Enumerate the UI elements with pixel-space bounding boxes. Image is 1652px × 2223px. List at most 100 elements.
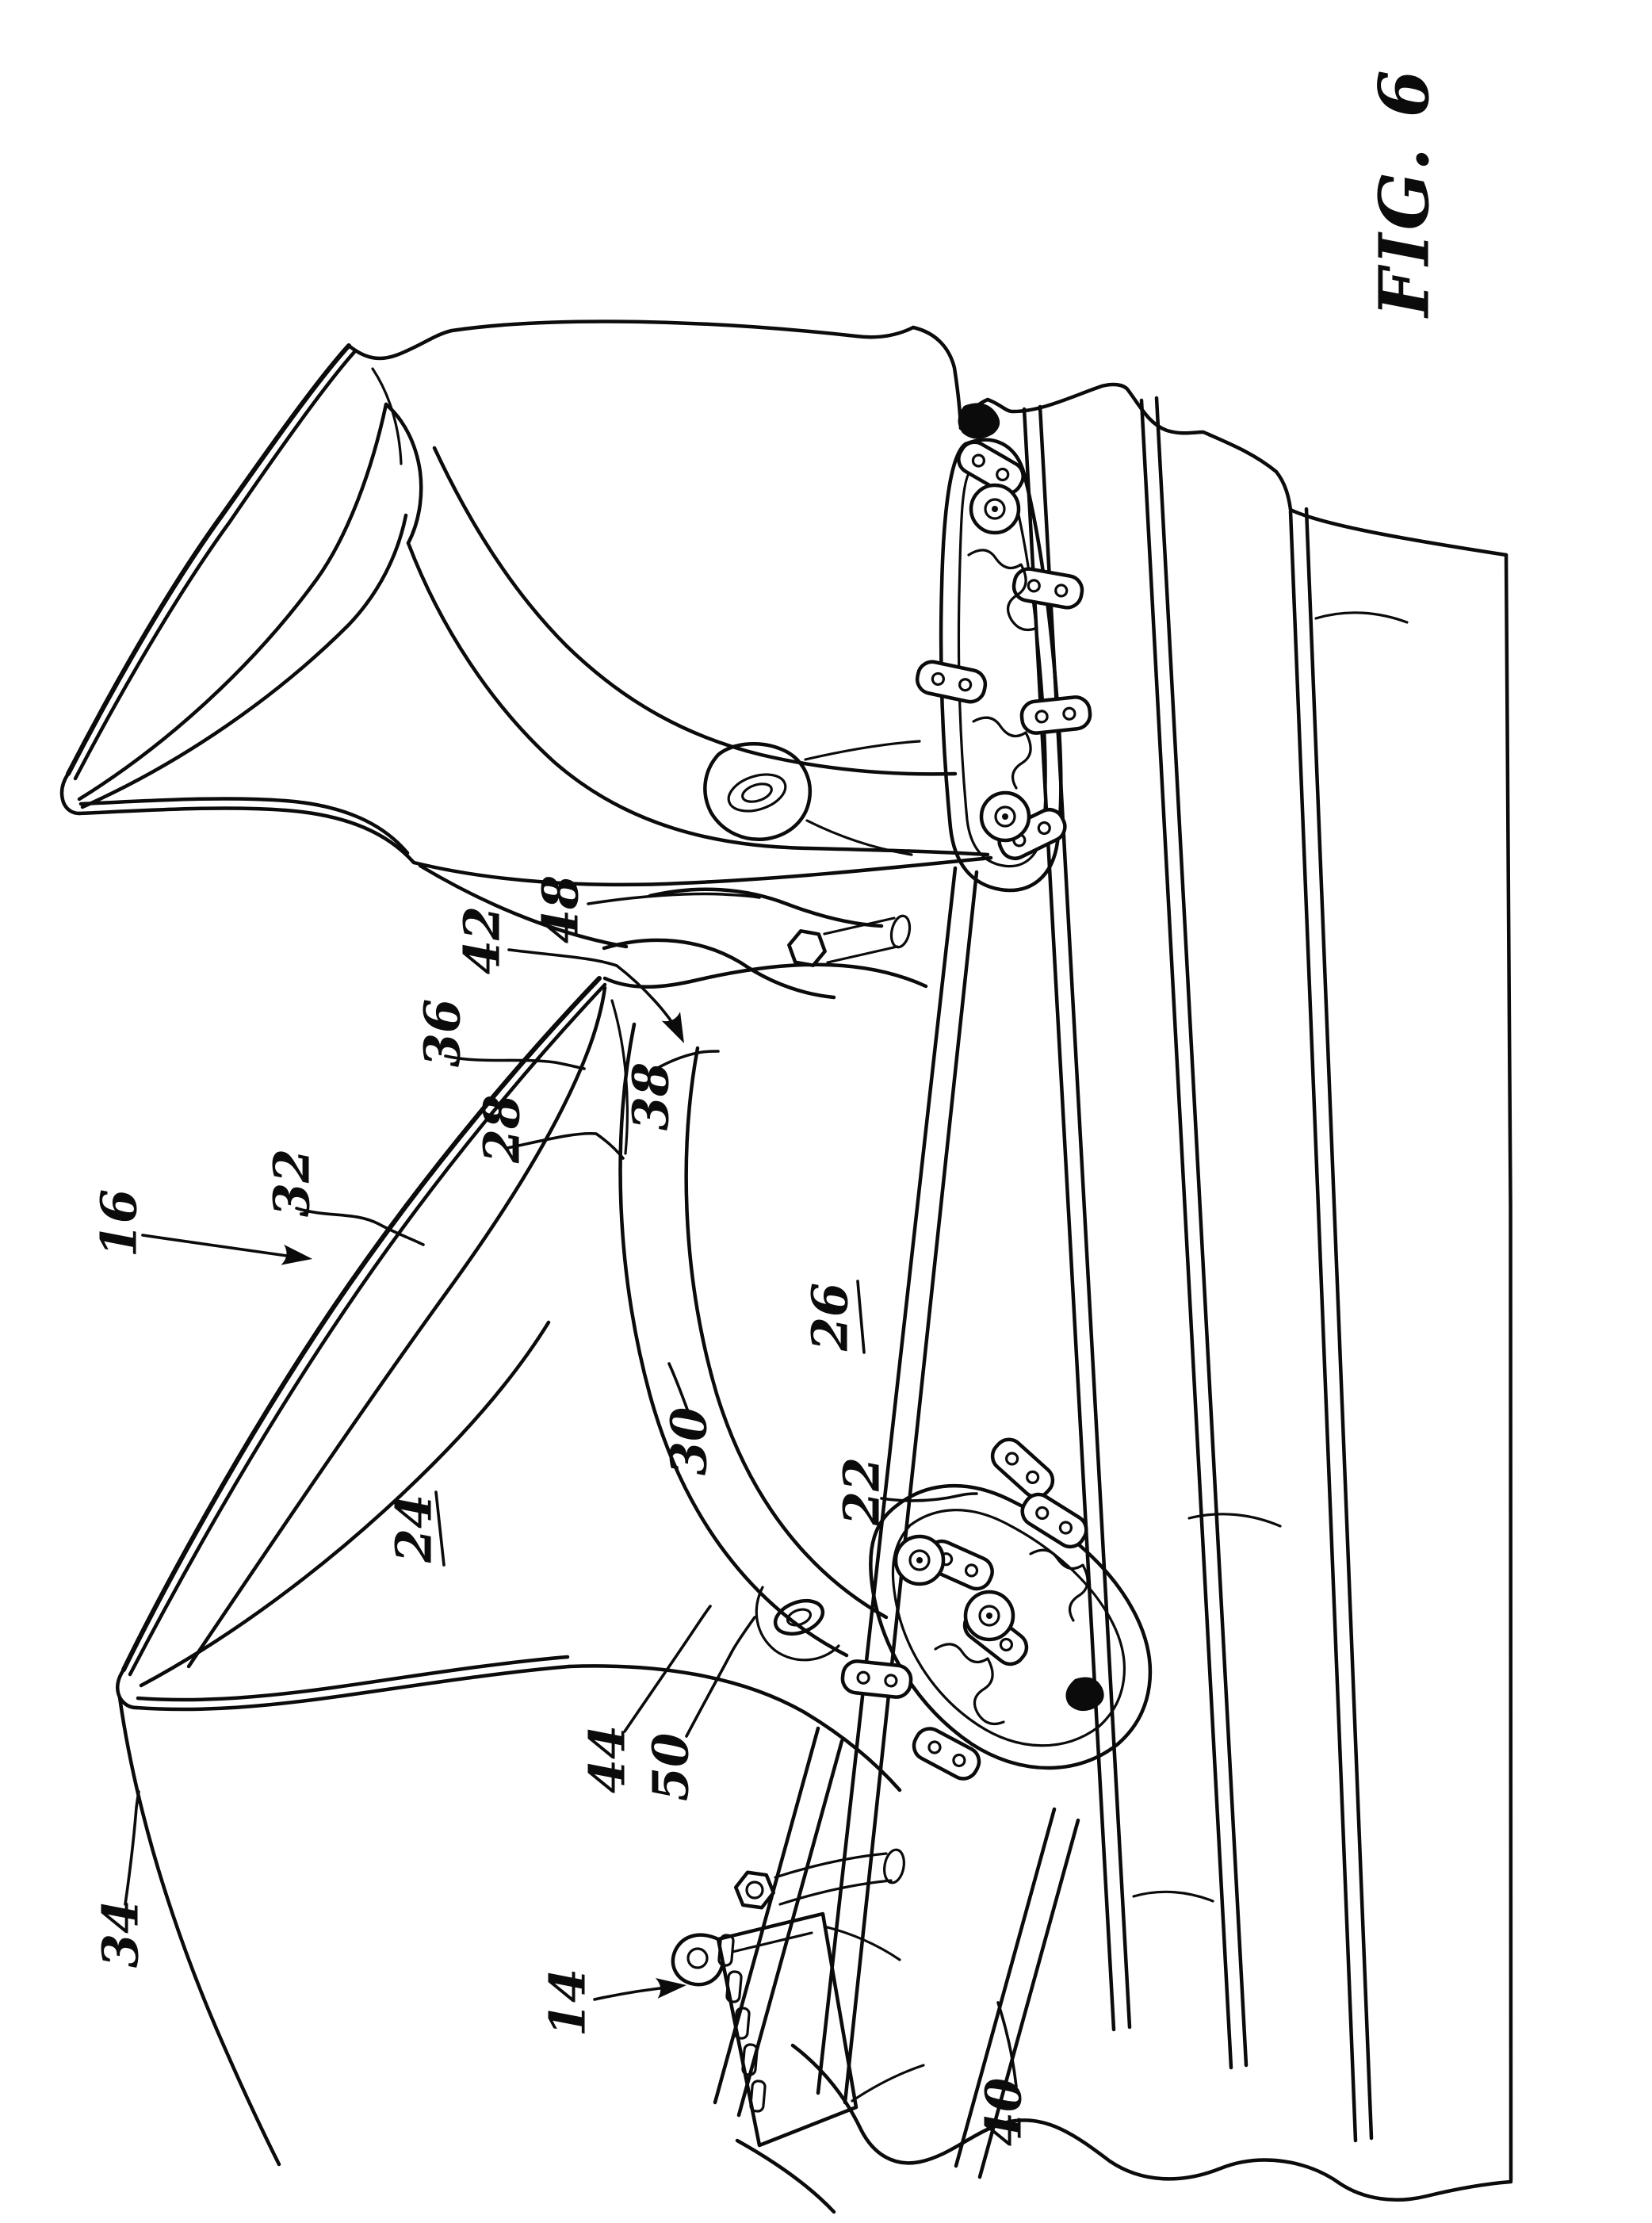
underline-26 — [856, 1280, 866, 1354]
outer-sheet-edge — [117, 1695, 281, 2167]
plate-link-a — [823, 1925, 901, 1961]
chain-links — [1029, 1548, 1089, 1622]
rod-upper-b — [826, 945, 899, 964]
break-line-top — [958, 382, 1509, 557]
rear-bracket — [703, 742, 813, 841]
chain-tangle-blob — [1065, 1677, 1104, 1712]
ref-numeral-42: 42 — [453, 906, 684, 1043]
leader-line-42 — [507, 948, 682, 1037]
divider-snout-upper — [59, 319, 993, 949]
chain-links — [967, 549, 1038, 631]
ref-numeral-text-30: 30 — [660, 1407, 718, 1475]
bottom-edge — [134, 1664, 572, 1712]
bracket-strut-a — [805, 819, 913, 856]
ref-numeral-text-48: 48 — [532, 875, 590, 943]
plate-inner-edge — [731, 1931, 813, 1953]
chain-sprocket — [896, 1536, 943, 1584]
hopper-rim — [346, 319, 916, 361]
bottom-back-edge — [567, 1664, 902, 1793]
trough-crease — [139, 1320, 551, 1688]
chain-paddle — [1020, 696, 1092, 735]
chain-loop-inner — [957, 465, 1047, 868]
ref-numeral-text-40: 40 — [975, 2078, 1033, 2146]
row-unit-chain-upper — [915, 403, 1092, 893]
ridge-line-inner — [128, 982, 607, 1677]
beam-step-1 — [1187, 1513, 1282, 1528]
corner-sheave-hub — [786, 1608, 813, 1627]
ref-numeral-14: 14 — [539, 1969, 686, 2037]
unit-rail-2b — [977, 1818, 1080, 2179]
leader-arrowhead-16 — [281, 1244, 312, 1265]
bottom-edge-inner — [78, 797, 410, 855]
chain-loop-outer — [939, 438, 1063, 893]
plate-tab-hole — [686, 1947, 709, 1969]
rod-upper-a — [823, 916, 896, 935]
chain-sprocket — [966, 1592, 1013, 1640]
skirt-edge — [418, 863, 629, 949]
leader-line-30 — [667, 1362, 691, 1418]
mouth-inner — [684, 1046, 889, 1620]
chain-links — [934, 1643, 1005, 1725]
lip-accent — [610, 999, 629, 1155]
ref-numeral-26: 26 — [801, 1280, 866, 1354]
mounting-plate — [671, 1911, 925, 2148]
ref-numeral-40: 40 — [975, 2001, 1033, 2146]
snout-tip-cap — [59, 771, 82, 816]
leader-line-36 — [444, 1054, 586, 1070]
ref-numeral-32: 32 — [263, 1149, 425, 1246]
ridge-line-inner — [73, 350, 357, 781]
ref-numeral-22: 22 — [833, 1457, 978, 1526]
figure-title: FIG. 6 — [1365, 67, 1445, 319]
hex-fitting-upper — [787, 929, 827, 967]
ref-numeral-text-26: 26 — [801, 1283, 859, 1352]
bottom-edge — [77, 806, 416, 865]
chain-sprocket — [971, 485, 1019, 533]
ref-numeral-50: 50 — [642, 1616, 756, 1801]
bracket-slot — [727, 773, 787, 813]
leader-line-50 — [685, 1616, 756, 1738]
trough-wall — [77, 402, 388, 802]
deflector-and-fittings — [602, 887, 912, 1000]
ref-numeral-text-42: 42 — [453, 906, 511, 974]
plate-tab — [671, 1933, 725, 1987]
hex-bolt-hub — [745, 1881, 764, 1900]
chain-paddle — [1017, 1489, 1092, 1552]
leader-line-38 — [655, 1050, 720, 1070]
beam-edge-3a — [1288, 509, 1358, 2143]
beam-step-2 — [1314, 611, 1409, 624]
mouth-outer — [618, 1022, 849, 1658]
ref-numeral-text-28: 28 — [473, 1095, 531, 1164]
ref-numeral-text-24: 24 — [385, 1494, 443, 1563]
chain-paddle — [909, 1724, 985, 1784]
ref-numeral-text-36: 36 — [414, 999, 472, 1067]
trough-wall — [186, 985, 607, 1669]
chain-loop-outer — [869, 1483, 1153, 1770]
leader-arrowhead-42 — [661, 1012, 684, 1043]
ref-numeral-28: 28 — [473, 1095, 625, 1164]
beam-edge-3b — [1304, 507, 1374, 2141]
ridge-line — [121, 976, 602, 1672]
leader-line-28 — [506, 1131, 625, 1160]
leader-line-34 — [124, 1790, 140, 1906]
chain-loop-inner — [891, 1509, 1126, 1747]
leader-line-22 — [880, 1492, 978, 1502]
rod-lower-a — [774, 1852, 888, 1879]
deflector-top-edge — [648, 887, 884, 928]
ref-numeral-text-38: 38 — [622, 1062, 680, 1131]
chain-sprocket — [981, 793, 1029, 840]
rim-corner-drop — [911, 325, 963, 430]
ref-numeral-text-50: 50 — [642, 1733, 700, 1801]
ref-numeral-36: 36 — [414, 999, 586, 1070]
corner-sheave — [773, 1598, 825, 1636]
unit-rail-1a — [713, 1726, 820, 2105]
beam-edge-right — [1504, 553, 1514, 2183]
chain-paddle — [841, 1660, 912, 1699]
chain-paddle — [915, 659, 988, 704]
rod-lower-b — [778, 1879, 893, 1906]
rod-upper-cap — [889, 914, 912, 949]
ref-numeral-text-32: 32 — [263, 1149, 321, 1217]
break-line-bottom-2 — [735, 2138, 836, 2214]
